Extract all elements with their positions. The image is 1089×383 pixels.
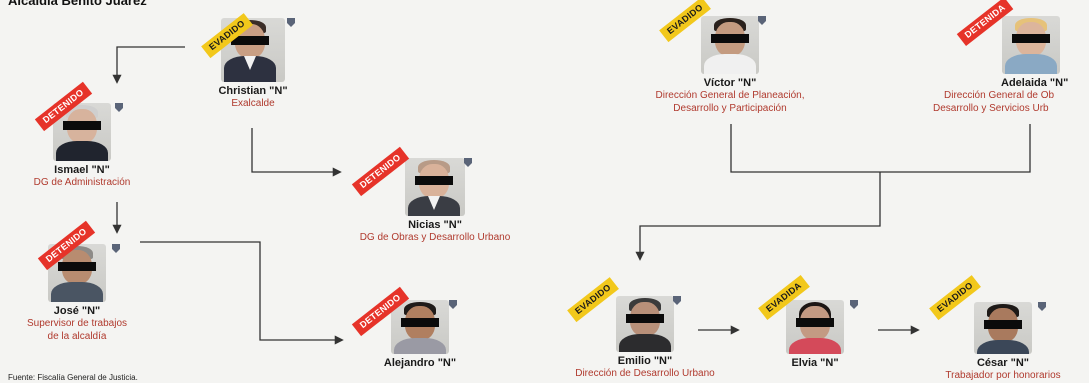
person-name: Alejandro "N" [383,357,457,369]
arrow-jose-alejandro [140,241,344,345]
person-role: Exalcalde [231,98,275,109]
person-nicias: Nicias "N" DG de Obras y Desarrollo Urba… [350,158,520,244]
photo-nicias [405,158,465,216]
arrow-to-emilio [635,172,881,261]
connector-victor [730,124,880,173]
arrow-christian-nicias [251,128,342,177]
photo-adelaida [1002,16,1060,74]
person-role: DG de Administración [33,177,131,188]
person-adelaida: Adelaida "N" Dirección General de Ob Des… [929,16,1089,115]
shield-icon [464,158,472,167]
chart-title: Alcaldía Benito Juárez [8,0,147,8]
photo-cesar [974,302,1032,354]
person-role: Trabajador por honorarios [945,370,1061,381]
person-name: Víctor "N" [703,77,757,89]
photo-jose [48,244,106,302]
shield-icon [449,300,457,309]
person-emilio: Emilio "N" Dirección de Desarrollo Urban… [545,296,745,380]
person-name: José "N" [53,305,101,317]
shield-icon [112,244,120,253]
person-role: de la alcaldía [47,331,107,342]
connector-adelaida [880,124,1031,173]
person-role: Supervisor de trabajos [26,318,128,329]
source-note: Fuente: Fiscalía General de Justicia. [8,373,138,382]
person-role: Dirección de Desarrollo Urbano [575,368,715,379]
shield-icon [758,16,766,25]
person-name: Christian "N" [218,85,288,97]
shield-icon [1038,302,1046,311]
person-name: Nicias "N" [408,219,462,231]
person-role: Desarrollo y Servicios Urb [933,103,1049,114]
person-name: César "N" [976,357,1029,369]
shield-icon [115,103,123,112]
person-elvia: Elvia "N" [760,300,870,369]
person-victor: Víctor "N" Dirección General de Planeaci… [630,16,830,115]
shield-icon [850,300,858,309]
shield-icon [287,18,295,27]
person-role: Dirección General de Planeación, [655,90,805,101]
photo-elvia [786,300,844,354]
person-role: Dirección General de Ob [944,90,1055,101]
arrow-christian-ismael [112,46,185,84]
photo-victor [701,16,759,74]
person-alejandro: Alejandro "N" [365,300,475,369]
person-name: Adelaida "N" [1001,77,1069,89]
photo-emilio [616,296,674,352]
person-name: Elvia "N" [791,357,839,369]
person-name: Emilio "N" [617,355,673,367]
person-cesar: César "N" Trabajador por honorarios [918,302,1088,382]
person-role: DG de Obras y Desarrollo Urbano [359,232,511,243]
person-jose: José "N" Supervisor de trabajos de la al… [12,244,142,343]
shield-icon [673,296,681,305]
person-name: Ismael "N" [54,164,110,176]
photo-alejandro [391,300,449,354]
person-role: Desarrollo y Participación [673,103,787,114]
